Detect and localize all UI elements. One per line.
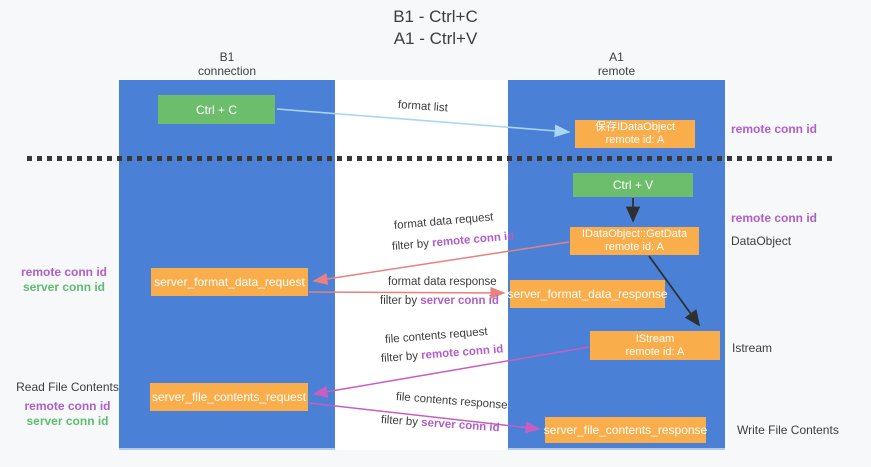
title-line-1: B1 - Ctrl+C — [393, 7, 478, 26]
node-istream: IStream remote id: A — [590, 331, 720, 360]
node-idataobject-getdata-line1: IDataObject::GetData — [581, 228, 688, 240]
diagram-title: B1 - Ctrl+C A1 - Ctrl+V — [0, 6, 871, 50]
right-column-subtitle: remote — [597, 64, 636, 78]
node-ctrl-v: Ctrl + V — [573, 173, 693, 197]
node-idataobject-getdata-line2: remote id: A — [605, 241, 664, 253]
node-ctrl-c-label: Ctrl + C — [195, 102, 237, 117]
node-server-format-data-request: server_format_data_request — [151, 268, 308, 296]
node-server-format-data-request-label: server_format_data_request — [154, 275, 305, 289]
node-server-format-data-response-label: server_format_data_response — [507, 287, 668, 301]
left-bottom-server-conn-id-label: server conn id — [26, 414, 109, 428]
left-server-conn-id-label: server conn id — [22, 280, 106, 294]
node-server-file-contents-request-label: server_file_contents_request — [151, 390, 307, 404]
node-istream-line1: IStream — [635, 332, 675, 345]
right-top-remote-conn-id-label: remote conn id — [731, 122, 818, 136]
node-ctrl-v-label: Ctrl + V — [612, 178, 654, 192]
node-server-file-contents-request: server_file_contents_request — [150, 383, 308, 411]
dashed-separator-line — [27, 156, 835, 161]
node-save-idataobject: 保存IDataObject remote id: A — [575, 120, 695, 148]
title-line-2: A1 - Ctrl+V — [393, 29, 478, 48]
node-idataobject-getdata: IDataObject::GetData remote id: A — [570, 227, 699, 255]
node-server-file-contents-response-label: server_file_contents_response — [543, 423, 708, 437]
dataobject-label: DataObject — [731, 234, 792, 248]
read-file-contents-label: Read File Contents — [16, 380, 119, 394]
format-data-response-label: format data response — [388, 276, 497, 288]
format-data-response-filter-label: filter by server conn id — [380, 295, 499, 307]
node-save-idataobject-line1: 保存IDataObject — [594, 121, 676, 133]
node-server-format-data-response: server_format_data_response — [507, 280, 668, 308]
write-file-contents-label: Write File Contents — [737, 423, 839, 437]
left-bottom-remote-conn-id-label: remote conn id — [24, 399, 111, 413]
node-istream-line2: remote id: A — [625, 345, 685, 358]
right-mid-remote-conn-id-label: remote conn id — [731, 211, 818, 225]
right-column-header: A1 remote — [508, 50, 725, 78]
left-remote-conn-id-label: remote conn id — [20, 265, 107, 279]
left-mid-conn-id-labels: remote conn id server conn id — [18, 265, 110, 295]
left-bottom-labels: Read File Contents remote conn id server… — [15, 380, 120, 429]
left-column-subtitle: connection — [197, 64, 257, 78]
istream-side-label: Istream — [732, 341, 773, 355]
left-column-title: B1 — [219, 50, 235, 64]
filter-server-conn-id: server conn id — [420, 295, 499, 307]
filter-by-prefix: filter by — [380, 295, 421, 307]
right-column-title: A1 — [609, 50, 624, 64]
node-server-file-contents-response: server_file_contents_response — [543, 417, 708, 443]
left-column-header: B1 connection — [119, 50, 335, 78]
node-ctrl-c: Ctrl + C — [158, 95, 275, 124]
node-save-idataobject-line2: remote id: A — [605, 134, 665, 146]
